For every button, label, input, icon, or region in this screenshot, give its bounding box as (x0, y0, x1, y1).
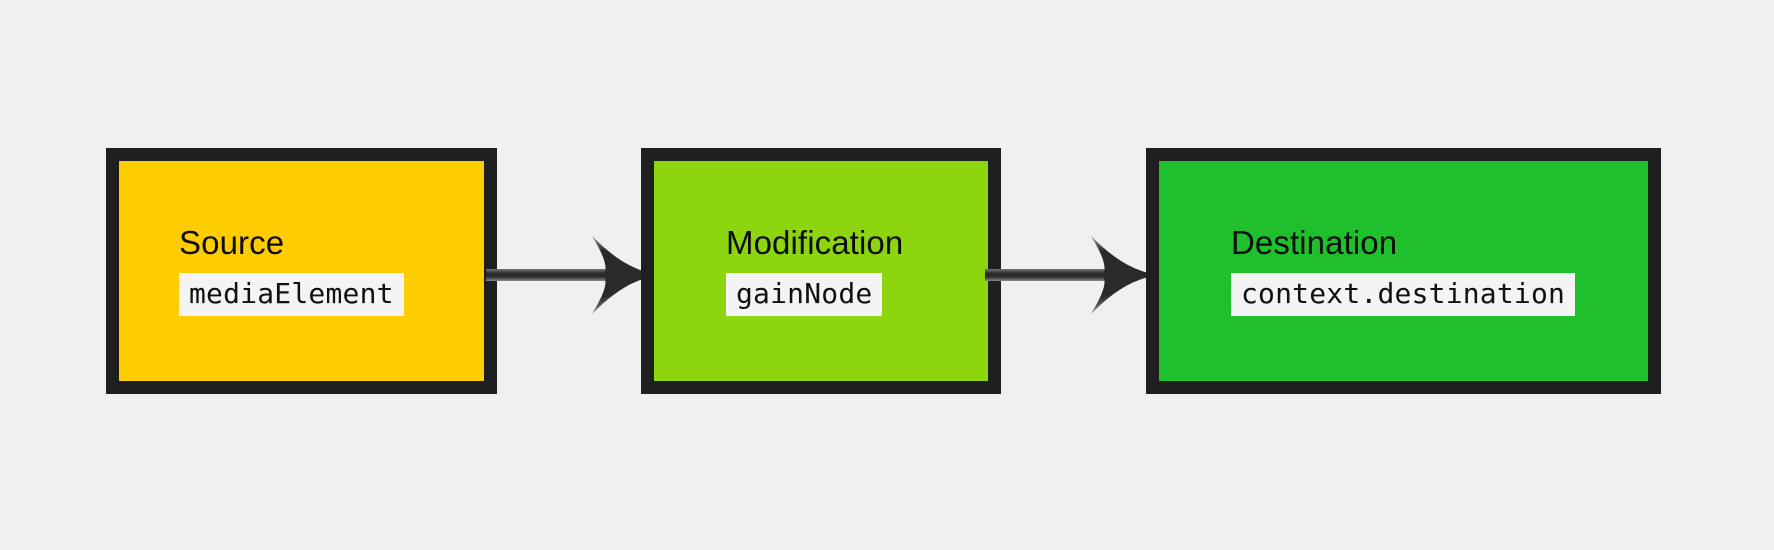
node-modification[interactable]: Modification gainNode (641, 148, 1001, 394)
node-source-title: Source (179, 223, 285, 261)
node-destination[interactable]: Destination context.destination (1146, 148, 1661, 394)
arrow-right-icon (985, 236, 1157, 314)
node-source[interactable]: Source mediaElement (106, 148, 497, 394)
node-destination-code-label: context.destination (1231, 273, 1576, 317)
node-source-code-label: mediaElement (179, 273, 404, 317)
node-destination-title: Destination (1231, 223, 1398, 261)
node-modification-code-label: gainNode (726, 273, 883, 317)
arrow-right-icon (486, 236, 658, 314)
edge-source-to-modification (486, 236, 658, 314)
node-modification-title: Modification (726, 223, 904, 261)
edge-modification-to-destination (985, 236, 1157, 314)
